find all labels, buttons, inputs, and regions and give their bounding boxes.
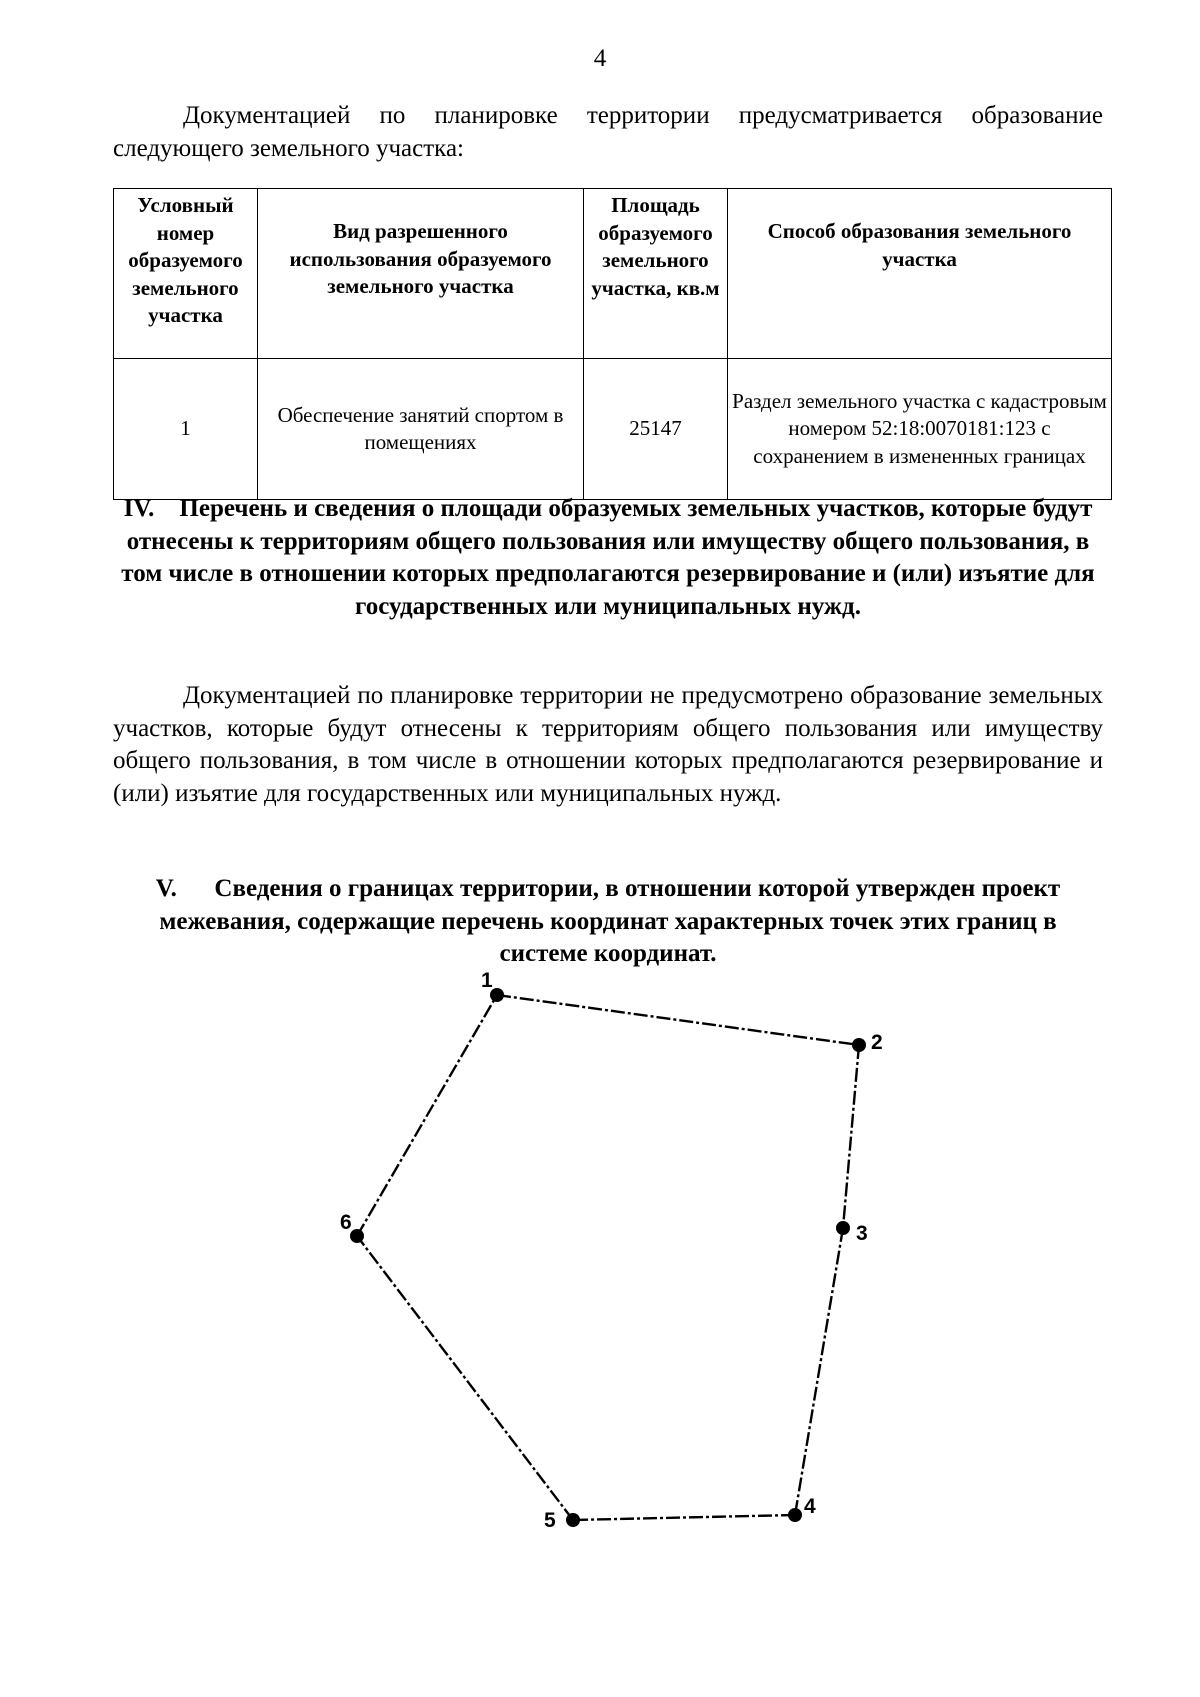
section-5-heading: V. Сведения о границах территории, в отн… bbox=[113, 873, 1103, 971]
boundary-point-3 bbox=[836, 1221, 850, 1235]
table-row: 1 Обеспечение занятий спортом в помещени… bbox=[113, 358, 1112, 500]
land-plots-table: Условный номер образуемого земельного уч… bbox=[113, 188, 1112, 500]
boundary-edge-2-3 bbox=[841, 1044, 861, 1229]
page-number: 4 bbox=[593, 45, 607, 72]
section-4-heading: IV. Перечень и сведения о площади образу… bbox=[113, 493, 1103, 623]
section-4-title: Перечень и сведения о площади образуемых… bbox=[121, 495, 1095, 620]
header-permitted-use: Вид разрешенного использования образуемо… bbox=[257, 188, 584, 359]
boundary-point-1 bbox=[490, 988, 504, 1002]
cell-plot-number: 1 bbox=[113, 358, 258, 500]
intro-text: Документацией по планировке территории п… bbox=[113, 102, 1103, 162]
cell-area: 25147 bbox=[583, 358, 728, 500]
header-formation-method: Способ образования земельного участка bbox=[727, 188, 1112, 359]
boundary-point-6 bbox=[350, 1229, 364, 1243]
point-label-2: 2 bbox=[871, 1031, 883, 1054]
section-4-body: Документацией по планировке территории н… bbox=[113, 682, 1103, 807]
boundary-point-4 bbox=[788, 1508, 802, 1522]
point-label-1: 1 bbox=[481, 969, 493, 992]
boundary-edge-1-2 bbox=[496, 993, 860, 1047]
section-5-number: V. bbox=[155, 875, 177, 902]
point-label-3: 3 bbox=[856, 1222, 868, 1245]
table-header-row: Условный номер образуемого земельного уч… bbox=[113, 188, 1112, 359]
cell-formation-method: Раздел земельного участка с кадастровым … bbox=[727, 358, 1112, 500]
section-4-number: IV. bbox=[123, 495, 155, 522]
point-label-6: 6 bbox=[340, 1211, 352, 1234]
section-5-title: Сведения о границах территории, в отноше… bbox=[159, 875, 1061, 967]
cell-permitted-use: Обеспечение занятий спортом в помещениях bbox=[257, 358, 584, 500]
boundary-edge-6-1 bbox=[355, 994, 499, 1237]
point-label-4: 4 bbox=[804, 1495, 816, 1518]
boundary-point-2 bbox=[852, 1038, 866, 1052]
header-plot-number: Условный номер образуемого земельного уч… bbox=[113, 188, 258, 359]
boundary-edge-4-5 bbox=[572, 1513, 796, 1522]
boundary-point-5 bbox=[566, 1513, 580, 1527]
boundary-edge-3-4 bbox=[793, 1227, 845, 1516]
header-area: Площадь образуемого земельного участка, … bbox=[583, 188, 728, 359]
section-4-paragraph: Документацией по планировке территории н… bbox=[113, 680, 1103, 810]
boundary-edges bbox=[355, 993, 861, 1522]
intro-paragraph: Документацией по планировке территории п… bbox=[113, 100, 1103, 165]
boundary-edge-5-6 bbox=[356, 1235, 574, 1521]
point-label-5: 5 bbox=[544, 1509, 556, 1532]
